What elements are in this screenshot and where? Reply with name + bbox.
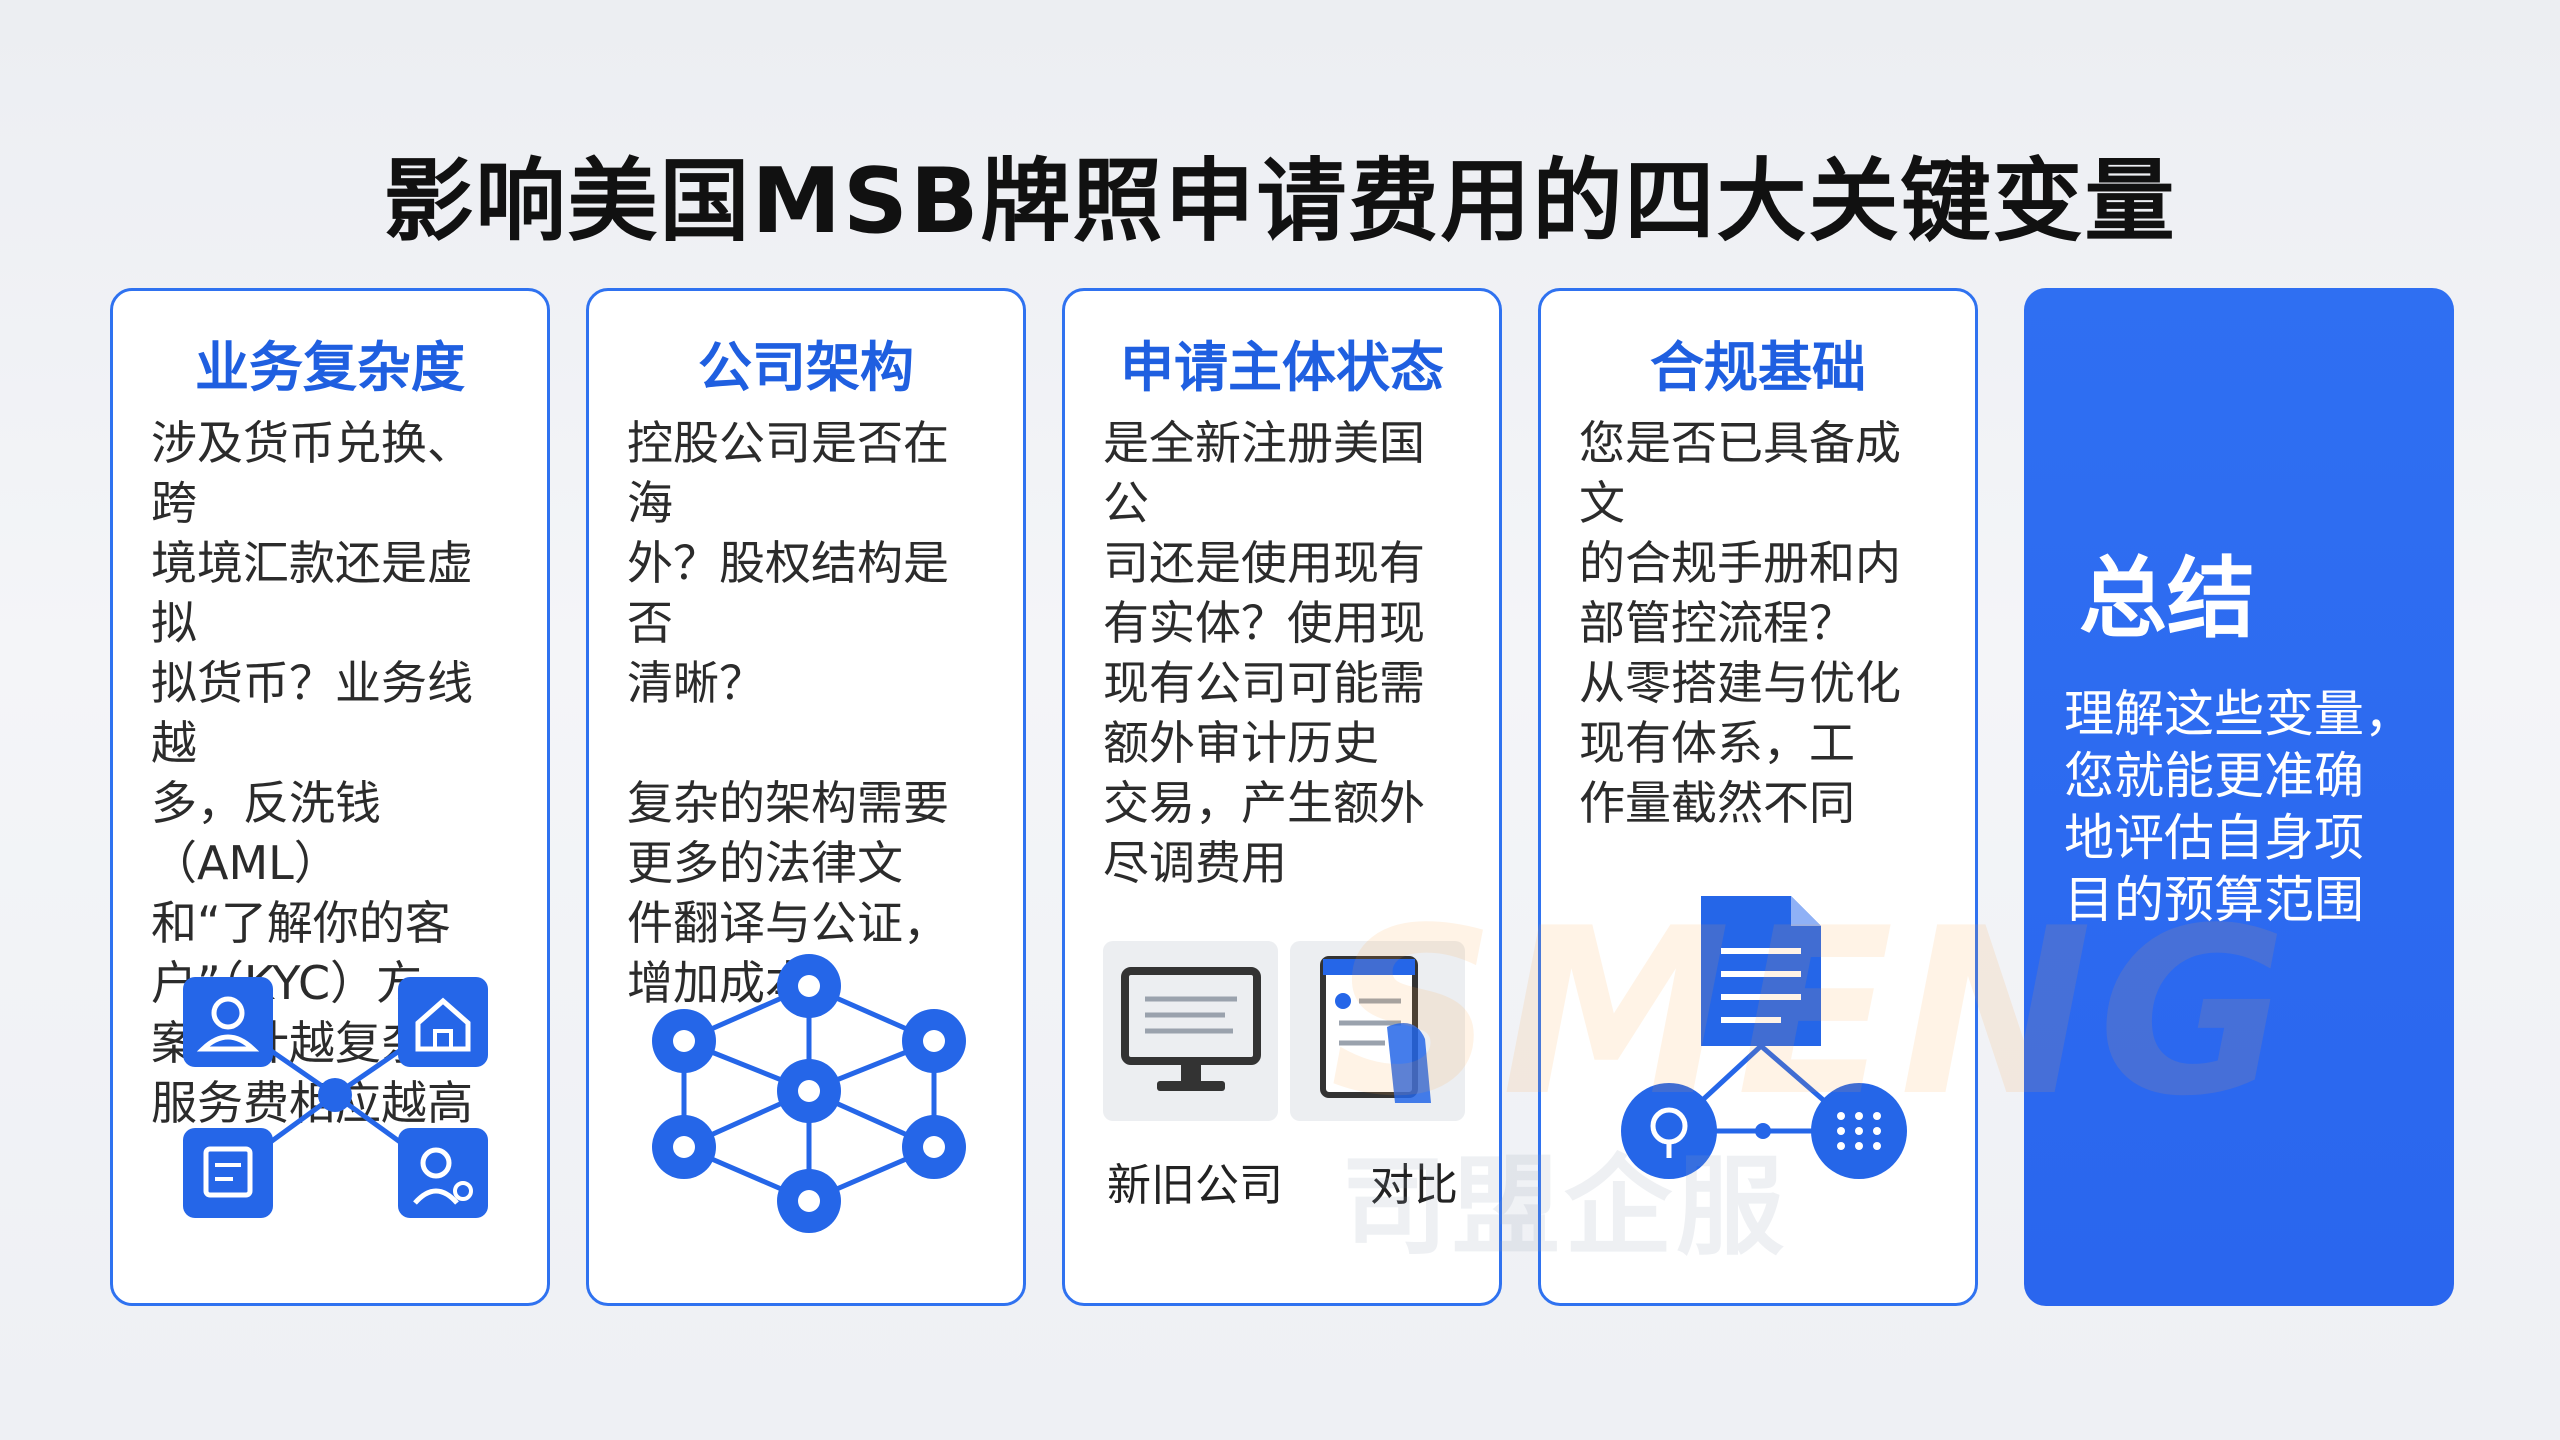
- summary-panel: 总结 理解这些变量， 您就能更准确 地评估自身项 目的预算范围: [2024, 288, 2454, 1306]
- watermark-brand-text: 司盟企服: [1340, 1145, 1789, 1270]
- page-title: 影响美国MSB牌照申请费用的四大关键变量: [383, 149, 2177, 254]
- home-icon: [398, 977, 488, 1067]
- compare-label-left: 新旧公司: [1107, 1160, 1283, 1211]
- card-business-complexity: 业务复杂度 涉及货币兑换、跨 境境汇款还是虚拟 拟货币？业务线越 多，反洗钱（A…: [110, 288, 550, 1306]
- card-compliance-foundation: 合规基础 您是否已具备成文 的合规手册和内 部管控流程？ 从零搭建与优化 现有体…: [1538, 288, 1978, 1306]
- card-title: 合规基础: [1650, 336, 1866, 399]
- card-title: 申请主体状态: [1120, 336, 1444, 399]
- network-graph-icon: [652, 954, 966, 1233]
- watermark-logo-text: SMENG: [1330, 880, 2293, 1147]
- compare-label-right: 对比: [1370, 1160, 1458, 1211]
- card-body: 是全新注册美国公 司还是使用现有 有实体？使用现 现有公司可能需 额外审计历史 …: [1103, 416, 1425, 890]
- lightbulb-icon: [1621, 1083, 1717, 1179]
- file-icon: [1701, 896, 1821, 1046]
- card-body: 控股公司是否在海 外？股权结构是否 清晰？ 复杂的架构需要 更多的法律文 件翻译…: [627, 416, 949, 1010]
- user-search-icon: [398, 1128, 488, 1218]
- card-title: 公司架构: [698, 336, 914, 399]
- card-title: 业务复杂度: [195, 336, 465, 399]
- network-hub-icon: [183, 977, 488, 1218]
- card-applicant-status: 申请主体状态 是全新注册美国公 司还是使用现有 有实体？使用现 现有公司可能需 …: [1062, 288, 1502, 1306]
- monitor-icon: [1103, 941, 1278, 1121]
- card-company-structure: 公司架构 控股公司是否在海 外？股权结构是否 清晰？ 复杂的架构需要 更多的法律…: [586, 288, 1026, 1306]
- user-icon: [183, 977, 273, 1067]
- compare-graphic: [1103, 941, 1465, 1121]
- grid-dots-icon: [1811, 1083, 1907, 1179]
- summary-title: 总结: [2079, 547, 2256, 650]
- card-body: 您是否已具备成文 的合规手册和内 部管控流程？ 从零搭建与优化 现有体系，工 作…: [1579, 416, 1901, 830]
- compliance-flow-icon: [1621, 896, 1907, 1179]
- summary-body: 理解这些变量， 您就能更准确 地评估自身项 目的预算范围: [2064, 685, 2414, 929]
- document-compare-icon: [1290, 941, 1465, 1121]
- document-icon: [183, 1128, 273, 1218]
